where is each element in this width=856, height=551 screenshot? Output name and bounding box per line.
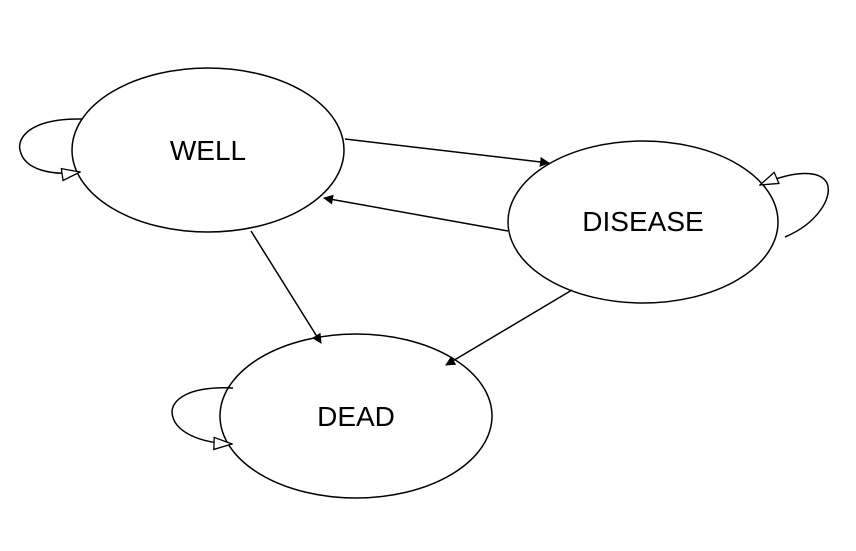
node-disease: DISEASE [507,140,779,304]
node-well: WELL [71,67,345,233]
node-dead: DEAD [219,333,493,499]
edge-disease-to-dead [445,289,573,366]
self-loop-dead [171,387,233,444]
node-dead-shape [219,333,493,499]
node-well-shape [71,67,345,233]
self-loop-disease [760,173,829,238]
node-disease-shape [507,140,779,304]
self-loop-well [18,118,83,173]
edge-well-to-disease [344,138,550,167]
edge-disease-to-well [323,194,509,232]
node-well-label: WELL [170,135,246,166]
edge-well-to-dead [250,230,322,344]
node-dead-label: DEAD [317,401,395,432]
node-disease-label: DISEASE [582,206,703,237]
